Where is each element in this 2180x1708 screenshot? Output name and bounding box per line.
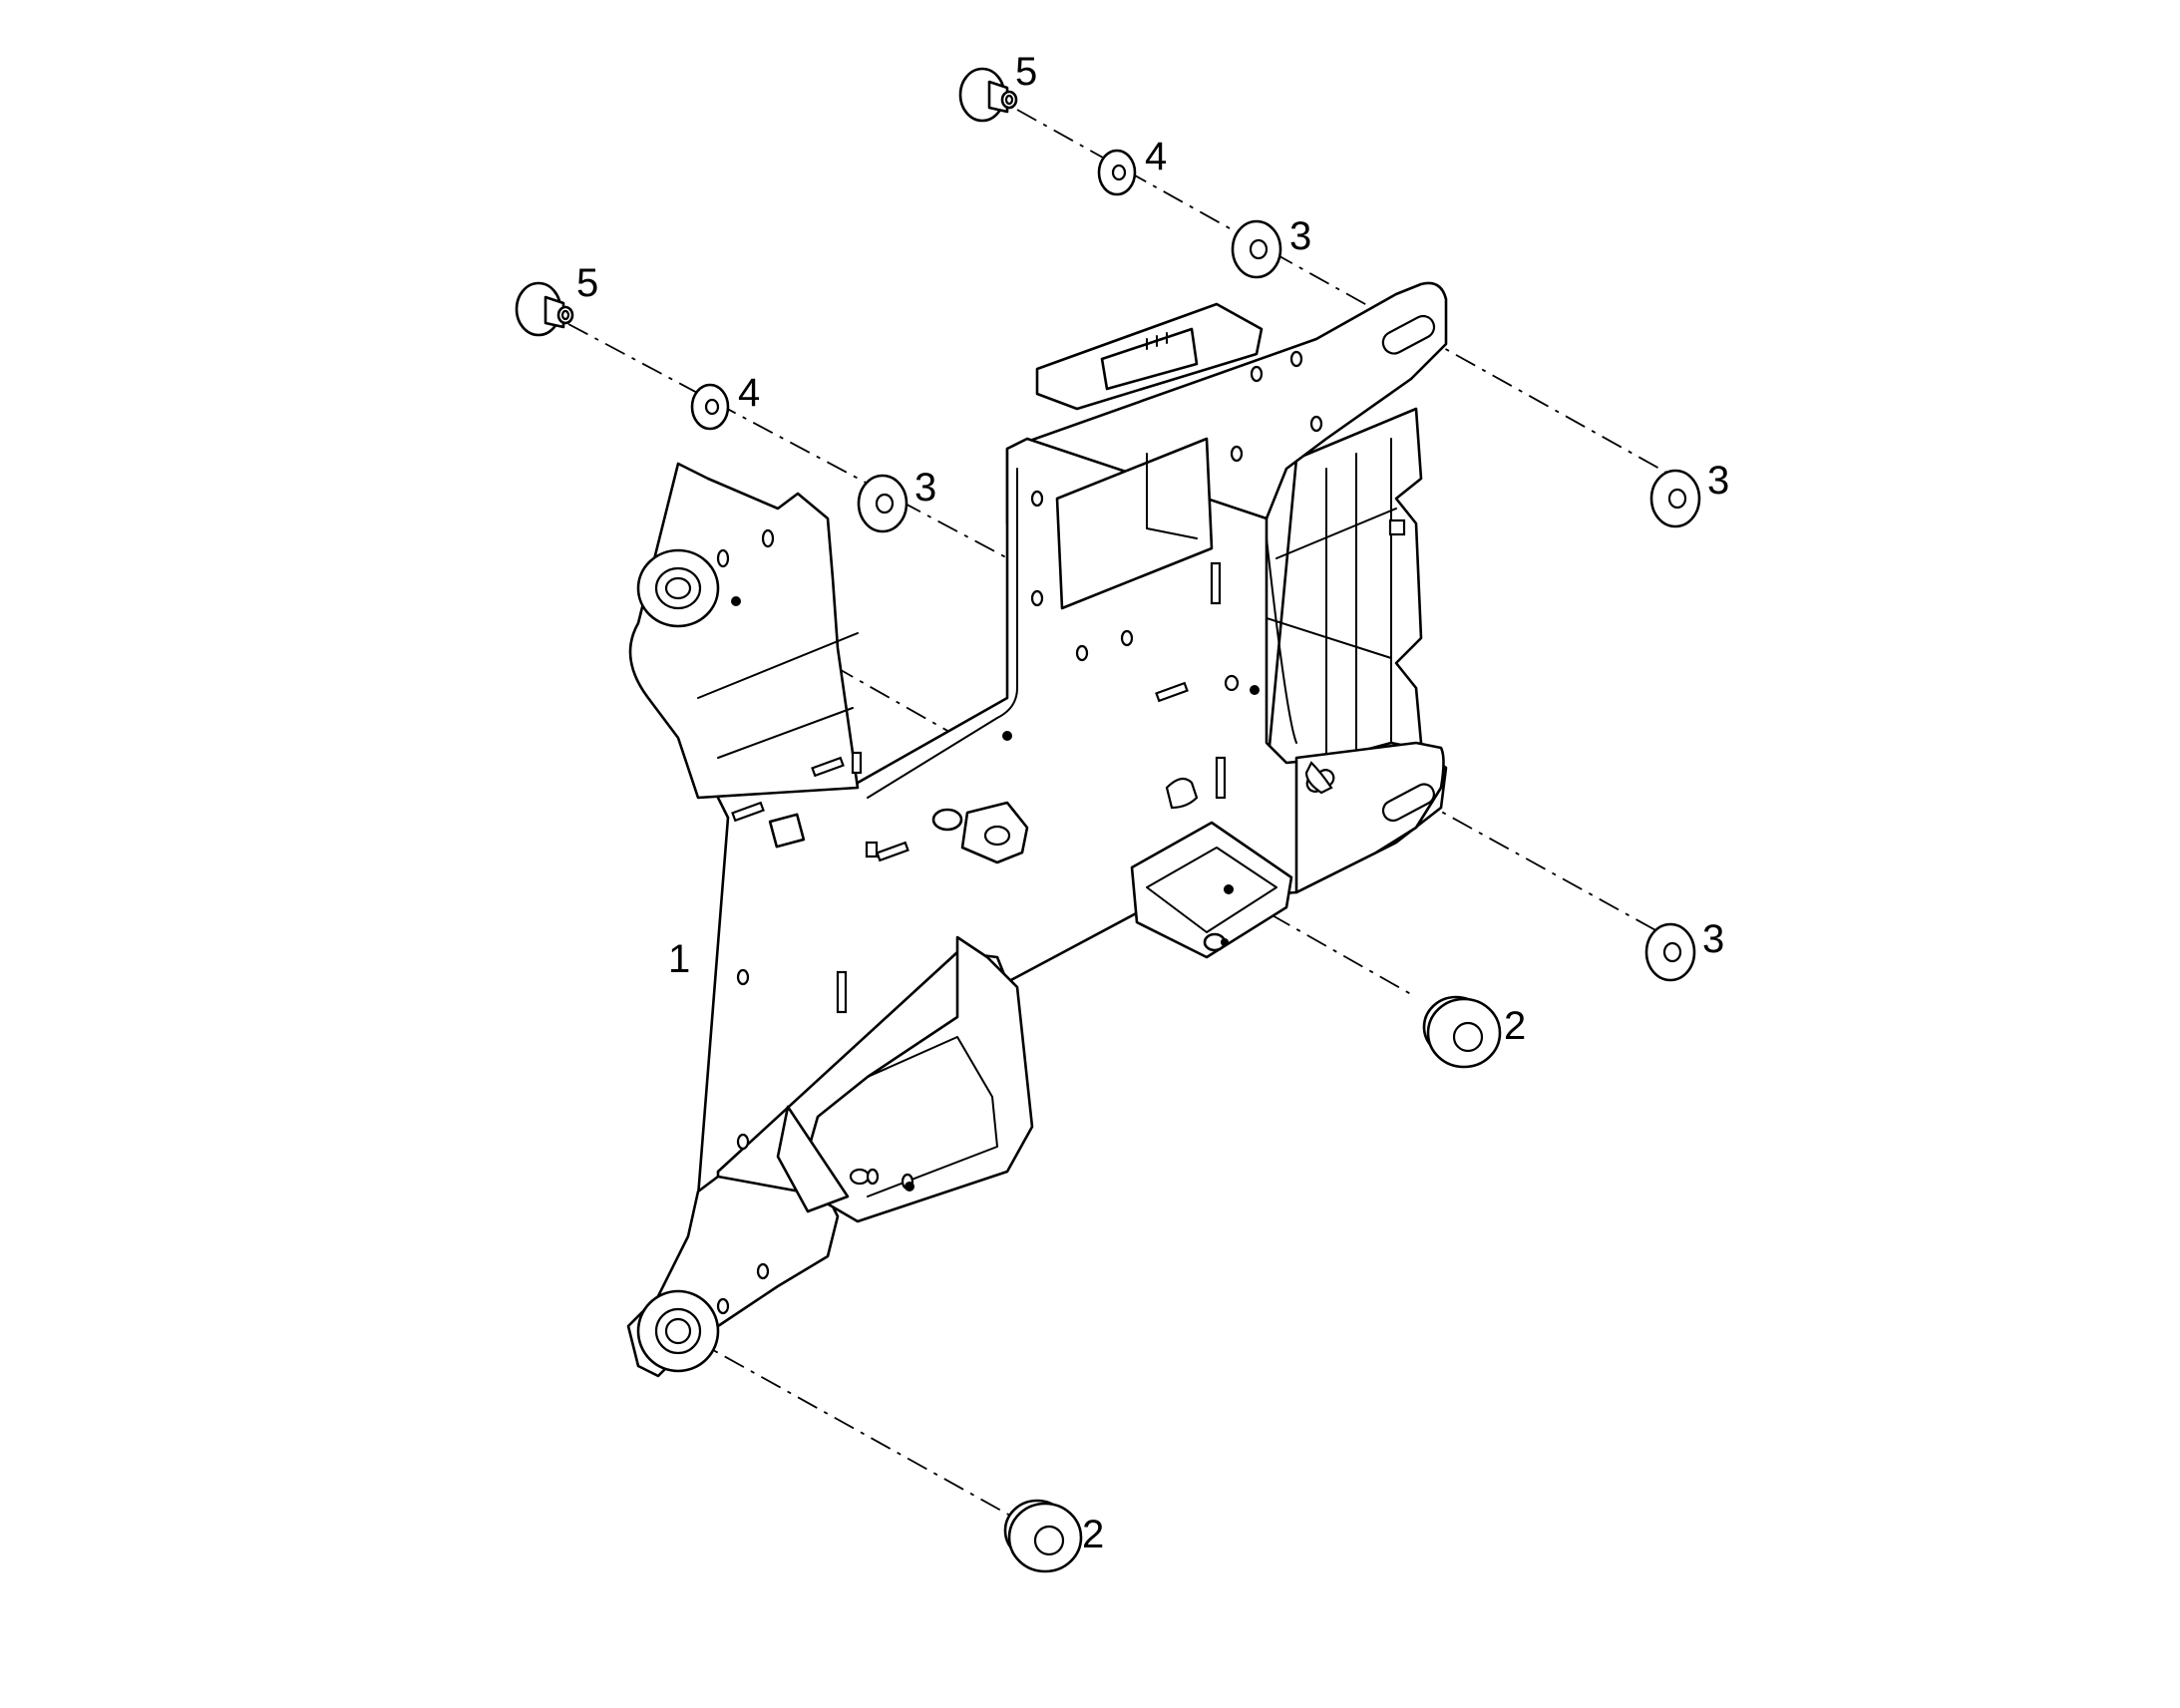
bolt-5-top [958, 67, 1018, 123]
callout-4-left: 4 [738, 371, 760, 415]
callout-labels: 1 2 2 3 3 3 3 4 4 5 5 [576, 50, 1729, 1556]
washer-3-right-lower [1644, 922, 1696, 982]
slot-upper-right [1381, 314, 1436, 355]
washer-3-right-upper [1649, 469, 1701, 528]
callout-3-left: 3 [914, 466, 936, 510]
callout-2-upper: 2 [1504, 1004, 1526, 1048]
mounting-frame [626, 281, 1448, 1378]
end-cap-upper [1422, 995, 1502, 1069]
plate-perforations [716, 350, 1333, 1315]
callout-5-left: 5 [576, 261, 598, 305]
callout-2-lower: 2 [1082, 1513, 1104, 1556]
callout-3-top: 3 [1289, 214, 1311, 258]
square-nut-icon [1388, 518, 1406, 536]
washer-4-top [1097, 149, 1137, 196]
callout-3-right-upper: 3 [1707, 459, 1729, 503]
callout-3-right-lower: 3 [1702, 917, 1724, 961]
end-cap-lower [1003, 1499, 1083, 1573]
washer-3-top [1231, 219, 1282, 279]
callout-5-top: 5 [1015, 50, 1037, 94]
slot-lower-right [1381, 783, 1435, 823]
bolt-5-left [515, 281, 574, 337]
washer-4-left [690, 383, 730, 431]
callout-1: 1 [668, 937, 690, 981]
callout-4-top: 4 [1145, 135, 1167, 178]
washer-3-left [857, 474, 908, 533]
